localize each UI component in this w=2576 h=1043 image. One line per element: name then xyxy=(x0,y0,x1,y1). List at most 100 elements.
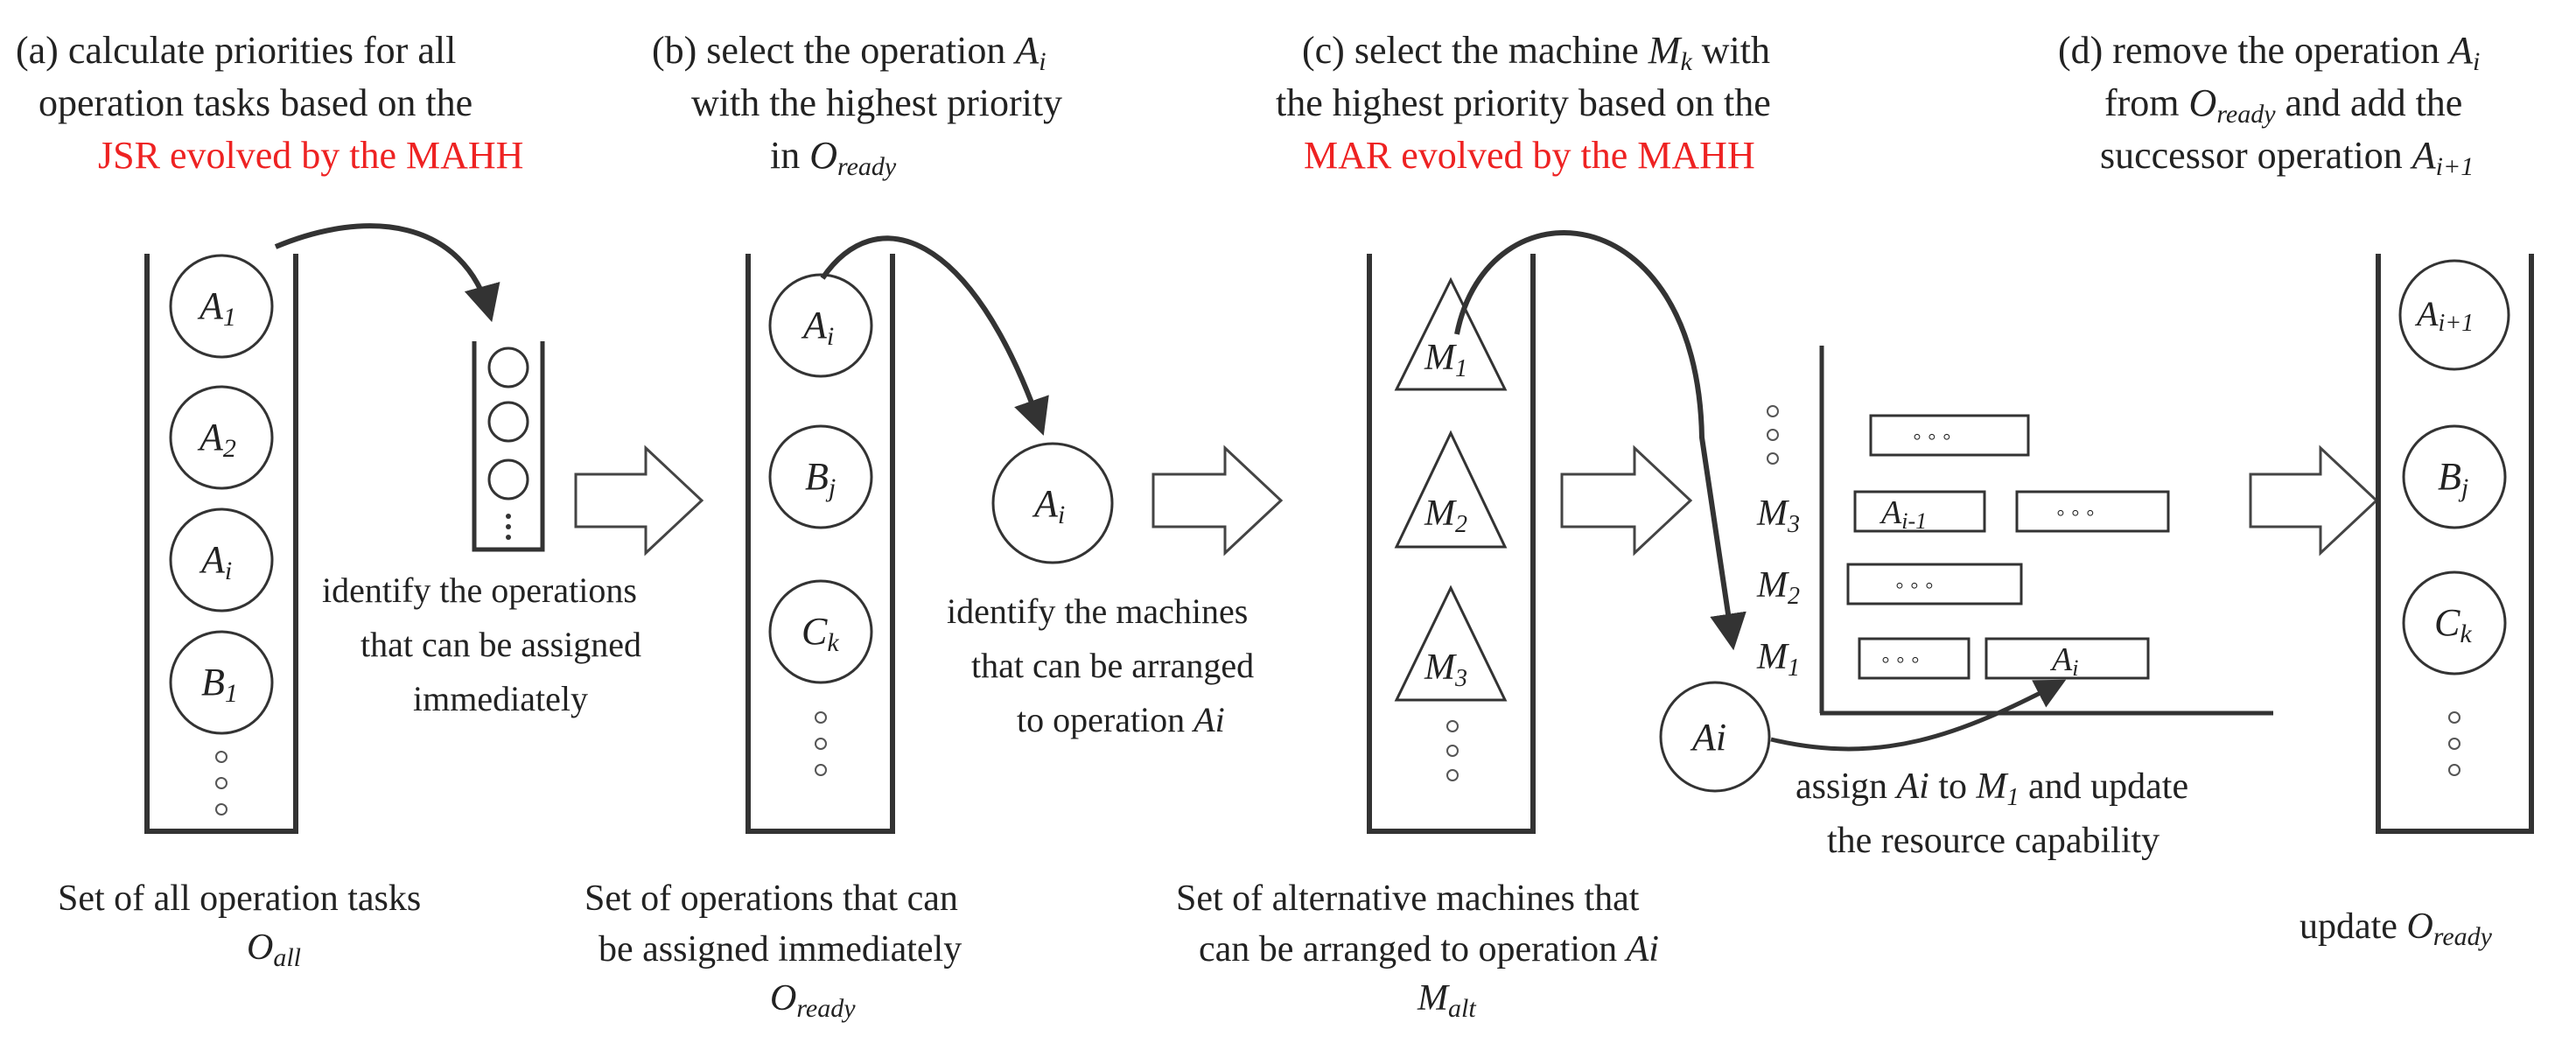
gantt-row-label: M2 xyxy=(1756,565,1800,610)
gantt-task-prev-label: Ai-1 xyxy=(1879,494,1927,534)
m-alt-container xyxy=(1367,254,1536,834)
panel-c-caption: Set of alternative machines that can be … xyxy=(1176,878,1659,1023)
op-label: Ck xyxy=(802,610,839,657)
panel-a-caption: Set of all operation tasks Oall xyxy=(58,878,421,972)
note-line: identify the operations xyxy=(322,570,637,610)
machine-triangle xyxy=(1394,430,1508,549)
gantt-task-dots: ◦ ◦ ◦ xyxy=(1895,572,1934,599)
panel-b-note: identify the machines that can be arrang… xyxy=(947,592,1254,739)
panel-a-line2: operation tasks based on the xyxy=(38,81,472,124)
curved-arrow-c xyxy=(1454,230,1746,651)
block-arrow-4 xyxy=(2249,444,2379,556)
curved-arrow-a xyxy=(274,223,500,323)
gantt-chart: M3 M2 M1 ◦ ◦ ◦ Ai-1 ◦ ◦ ◦ ◦ ◦ ◦ ◦ ◦ ◦ Ai xyxy=(1756,346,2273,716)
op-circle xyxy=(169,254,274,359)
note-line: the resource capability xyxy=(1827,821,2160,861)
gantt-task-block xyxy=(1858,637,1970,680)
op-circle xyxy=(169,508,274,612)
op-circle xyxy=(2402,570,2507,676)
curved-arrow-b xyxy=(820,235,1049,436)
panel-a-line3-red: JSR evolved by the MAHH xyxy=(98,134,523,177)
ellipsis-dot xyxy=(1446,720,1459,732)
ellipsis-dot xyxy=(1446,745,1459,757)
panel-d-caption: update Oready xyxy=(2300,906,2493,951)
op-label: B1 xyxy=(201,661,238,708)
panel-c-line3-red: MAR evolved by the MAHH xyxy=(1304,134,1755,177)
gantt-task-prev xyxy=(1853,490,1986,533)
panel-b-line3: in Oready xyxy=(770,134,897,181)
op-circle xyxy=(768,579,873,684)
block-arrow-2 xyxy=(1152,444,1284,556)
caption-symbol: Oall xyxy=(247,928,301,972)
machine-label: M3 xyxy=(1424,648,1467,692)
queue-slot xyxy=(487,458,529,500)
queue-slot xyxy=(487,346,529,388)
ellipsis-dot xyxy=(506,514,511,519)
op-label: Ck xyxy=(2434,601,2472,648)
ellipsis-dot xyxy=(506,524,511,529)
panel-a-line1: (a) calculate priorities for all xyxy=(16,29,456,72)
caption-line: Set of alternative machines that xyxy=(1176,878,1640,919)
panel-a-note: identify the operations that can be assi… xyxy=(322,570,641,718)
gantt-row-label: M3 xyxy=(1756,494,1800,538)
panel-b-caption: Set of operations that can be assigned i… xyxy=(584,878,962,1023)
ready-queue-small xyxy=(472,341,545,552)
caption-line: can be arranged to operation Ai xyxy=(1199,929,1659,970)
assign-operation-circle xyxy=(1659,681,1771,793)
note-line: assign Ai to M1 and update xyxy=(1796,766,2188,811)
op-circle xyxy=(169,630,274,735)
ellipsis-dot xyxy=(2448,711,2460,724)
gantt-task-block xyxy=(1869,414,2030,457)
note-line: that can be assigned xyxy=(360,625,641,664)
panel-c-line2: the highest priority based on the xyxy=(1276,81,1771,124)
op-circle xyxy=(768,273,873,378)
op-circle xyxy=(768,424,873,529)
m-alt-items: M1 M2 M3 xyxy=(1394,276,1508,781)
panel-d-header: (d) remove the operation Ai from Oready … xyxy=(2058,29,2480,181)
o-ready-updated-container xyxy=(2376,254,2534,834)
selected-operation-label: Ai xyxy=(1032,482,1065,529)
ellipsis-dot xyxy=(215,777,228,789)
machine-triangle xyxy=(1394,584,1508,702)
machine-label: M2 xyxy=(1424,494,1467,538)
gantt-task-new xyxy=(1984,637,2150,680)
op-label: Bj xyxy=(2438,455,2468,502)
machine-triangle xyxy=(1394,276,1508,391)
panel-c-header: (c) select the machine Mk with the highe… xyxy=(1276,29,1771,177)
o-ready-items: Ai Bj Ck xyxy=(768,273,873,776)
gantt-task-block xyxy=(1846,563,2023,606)
note-line: to operation Ai xyxy=(1017,700,1225,739)
gantt-task-new-label: Ai xyxy=(2049,641,2078,681)
gantt-task-dots: ◦ ◦ ◦ xyxy=(1881,647,1920,674)
queue-slot xyxy=(487,401,529,443)
block-arrow-1 xyxy=(574,444,704,556)
assign-note: assign Ai to M1 and update the resource … xyxy=(1796,766,2188,861)
assign-operation-label: Ai xyxy=(1690,716,1726,759)
machine-label: M1 xyxy=(1424,338,1467,382)
ellipsis-dot xyxy=(815,738,827,750)
assign-arrow xyxy=(1770,679,2067,752)
gantt-task-block xyxy=(2015,490,2170,533)
ellipsis-dot xyxy=(815,764,827,776)
ellipsis-dot xyxy=(1767,452,1779,465)
note-line: that can be arranged xyxy=(971,646,1254,685)
caption-line: Set of operations that can xyxy=(584,878,958,919)
panel-b-line2: with the highest priority xyxy=(691,81,1062,124)
ellipsis-dot xyxy=(2448,764,2460,776)
note-line: immediately xyxy=(413,679,588,718)
panel-b-line1: (b) select the operation Ai xyxy=(652,29,1046,76)
op-label: Ai xyxy=(801,304,834,351)
op-label: Ai xyxy=(199,538,232,585)
panel-d-line2: from Oready and add the xyxy=(2104,81,2462,129)
caption-line: Set of all operation tasks xyxy=(58,878,421,919)
note-line: identify the machines xyxy=(947,592,1248,631)
op-label: A1 xyxy=(197,284,236,332)
op-label: Ai+1 xyxy=(2414,294,2474,337)
o-ready-container xyxy=(746,254,895,834)
block-arrow-3 xyxy=(1560,444,1693,556)
caption-line: be assigned immediately xyxy=(598,929,962,970)
ellipsis-dot xyxy=(2448,738,2460,750)
caption-symbol: Oready xyxy=(770,978,856,1023)
